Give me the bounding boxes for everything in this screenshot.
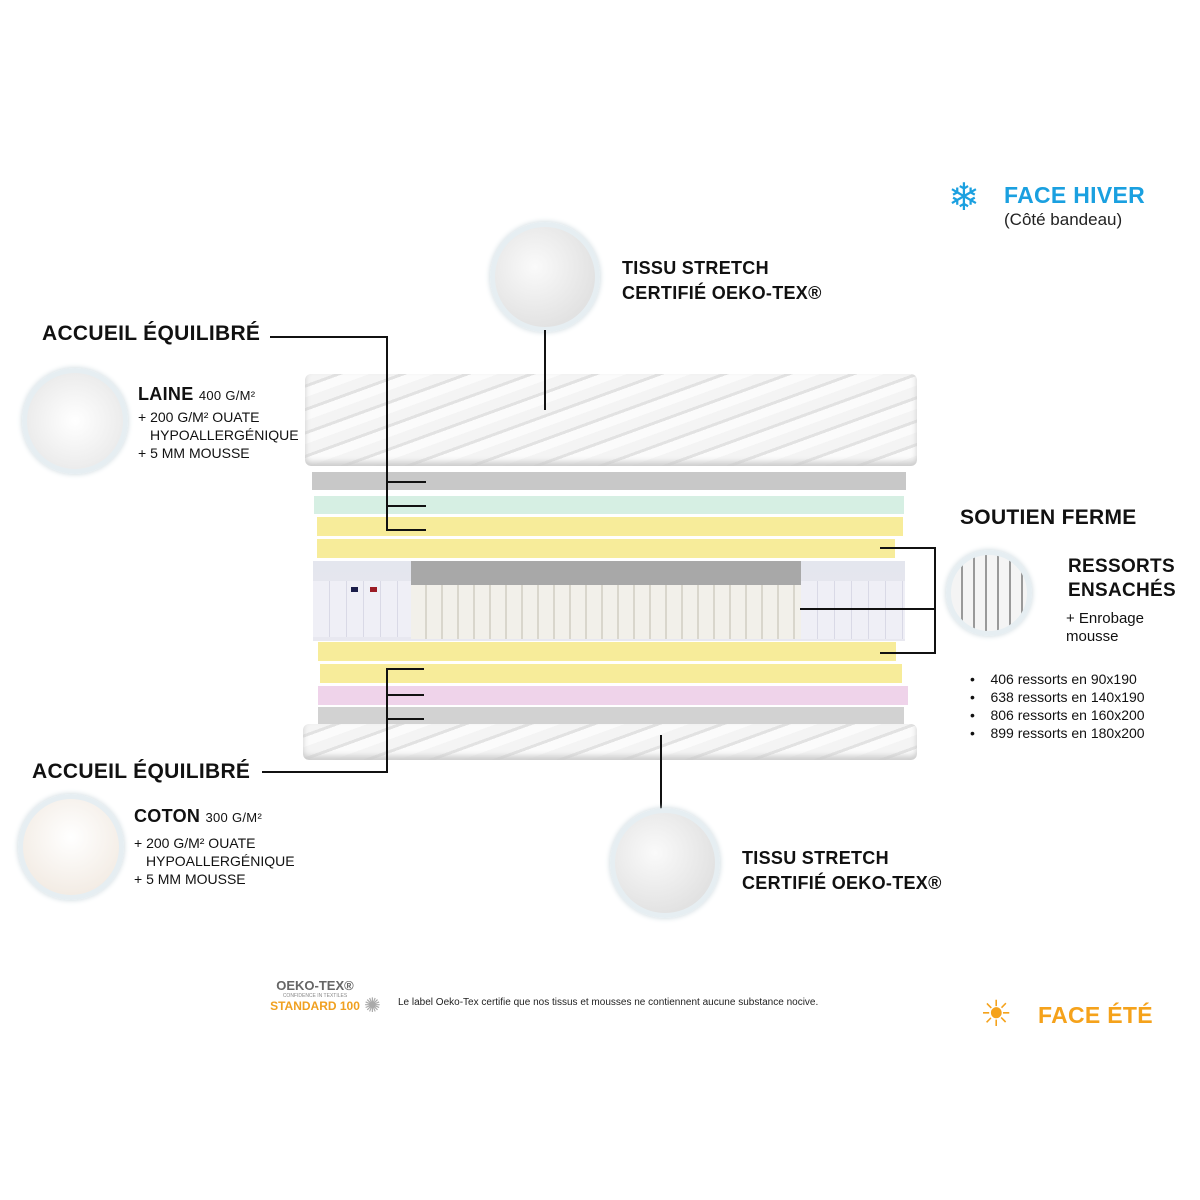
oeko-note: Le label Oeko-Tex certifie que nos tissu… [398,997,819,1008]
connector [262,771,388,773]
connector [386,336,388,531]
connector [386,505,426,507]
face-ete-title: FACE ÉTÉ [1038,1002,1153,1028]
bullet-text: 406 ressorts en 90x190 [990,671,1137,687]
top-comfort-title: ACCUEIL ÉQUILIBRÉ [42,322,261,345]
connector [544,330,546,410]
top-comfort-l3: + 5 MM MOUSSE [138,445,250,461]
connector [934,547,936,654]
oeko-flower-icon: ✺ [364,995,381,1017]
support-extra1: + Enrobage [1066,610,1144,627]
flag-red [370,587,377,592]
bullet: • 806 ressorts en 160x200 [970,707,1145,723]
bullet: • 899 ressorts en 180x200 [970,725,1145,741]
yellow-layer-3 [318,642,896,661]
yellow-layer-2 [317,539,895,558]
top-quilted-cover [305,374,917,466]
connector [800,608,936,610]
logo-line1: OEKO-TEX® [276,978,354,993]
connector [660,735,662,809]
support-title: SOUTIEN FERME [960,506,1137,529]
connector [386,668,424,670]
wool-swatch [22,368,128,474]
spring-counts: • 406 ressorts en 90x190 • 638 ressorts … [970,670,1145,742]
bottom-quilted-cover [303,724,917,760]
bullet: • 406 ressorts en 90x190 [970,671,1137,687]
top-comfort-l1: + 200 G/M² OUATE [138,409,260,425]
connector [270,336,388,338]
mint-layer [314,496,904,514]
bottom-comfort-l2: HYPOALLERGÉNIQUE [146,853,295,869]
springs-swatch [946,550,1032,636]
bottom-fabric-line2: CERTIFIÉ OEKO-TEX® [742,873,942,893]
bullet-text: 806 ressorts en 160x200 [990,707,1145,723]
side-panel-left [313,581,411,637]
spring-unit [313,561,905,641]
support-line1: RESSORTS [1068,556,1175,577]
top-comfort-material: LAINE 400 G/M² [138,384,255,405]
bullet: • 638 ressorts en 140x190 [970,689,1145,705]
connector [880,652,936,654]
bottom-comfort-l1: + 200 G/M² OUATE [134,835,256,851]
pocket-springs [411,561,801,639]
pink-layer [318,686,908,705]
connector [386,529,426,531]
connector [880,547,936,549]
material: LAINE [138,384,194,404]
support-line2: ENSACHÉS [1068,580,1176,601]
bottom-comfort-l3: + 5 MM MOUSSE [134,871,246,887]
side-panel-right [801,581,905,639]
logo-line2: CONFIDENCE IN TEXTILES [282,993,348,999]
weight: 400 G/M² [198,388,256,403]
top-fabric-line1: TISSU STRETCH [622,258,769,278]
oeko-tex-logo: OEKO-TEX® CONFIDENCE IN TEXTILES STANDAR… [266,978,364,1013]
connector [386,481,426,483]
bottom-fabric-swatch [610,808,720,918]
top-comfort-l2: HYPOALLERGÉNIQUE [150,427,299,443]
cotton-swatch [18,794,124,900]
bottom-comfort-material: COTON 300 G/M² [134,806,262,827]
connector [386,718,424,720]
flag-blue [351,587,358,592]
sun-icon: ☀ [980,993,1013,1034]
bullet-text: 638 ressorts en 140x190 [990,689,1145,705]
logo-line3: STANDARD 100 [270,999,360,1013]
support-extra2: mousse [1066,628,1119,645]
snowflake-icon: ❄ [948,177,980,219]
bottom-fabric-line1: TISSU STRETCH [742,848,889,868]
bullet-text: 899 ressorts en 180x200 [990,725,1145,741]
top-fabric-line2: CERTIFIÉ OEKO-TEX® [622,283,822,303]
face-hiver-subtitle: (Côté bandeau) [1004,210,1123,229]
connector [386,668,388,773]
weight: 300 G/M² [205,810,263,825]
bottom-comfort-title: ACCUEIL ÉQUILIBRÉ [32,760,251,783]
material: COTON [134,806,201,826]
face-hiver-title: FACE HIVER [1004,182,1146,208]
yellow-layer-1 [317,517,903,536]
connector [386,694,424,696]
gray-layer-bottom [318,707,904,724]
yellow-layer-4 [320,664,902,683]
gray-layer-top [312,472,906,490]
top-fabric-swatch [490,222,600,332]
